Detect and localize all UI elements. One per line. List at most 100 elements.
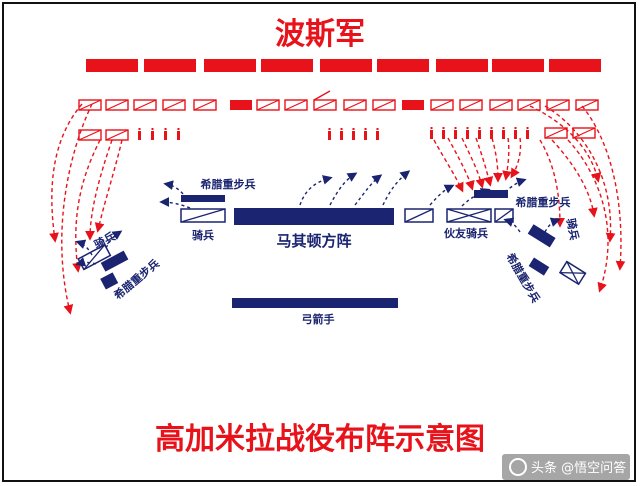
persian-unit [261,59,313,72]
persian-arrow [539,139,565,228]
persian-soldier [478,127,481,139]
hatch-line [83,244,106,270]
persian-soldier [164,128,167,140]
persian-arrow [72,139,101,273]
persian-army-title: 波斯军 [275,17,365,52]
macedonian-arrow [503,217,521,233]
persian-arrow [475,137,494,187]
right-hoplite-block [474,190,508,198]
macedonian-arrow [329,172,358,206]
persian-unit [489,99,513,111]
persian-arrow [510,137,522,179]
persian-soldier [490,127,493,139]
phalanx-block [234,208,394,225]
persian-arrow [502,137,512,181]
persian-third-line [78,127,596,141]
persian-unit [204,59,256,72]
persian-arrow [94,139,123,233]
persian-soldier [442,127,445,139]
persian-second-line [78,90,599,111]
watermark: 头条 @悟空问答 [502,454,630,480]
macedonian-arrow [163,180,184,195]
left-hoplite-block [181,195,225,202]
persian-soldier [328,128,331,140]
macedonian-arrow [382,170,411,206]
persian-unit [572,127,596,139]
macedonian-arrow [75,257,97,267]
macedonian-arrow [159,197,191,209]
persian-soldier [430,127,433,139]
left-flank-hoplite-block [100,250,129,272]
archers-block [232,298,398,308]
macedonian-arrow [299,175,333,206]
right-flank-group [527,224,587,286]
macedonian-arrow [105,230,123,249]
persian-unit [430,99,454,111]
persian-unit [78,129,102,141]
persian-unit [575,99,599,111]
macedonian-arrow [75,239,93,256]
macedonian-arrow [354,174,383,206]
persian-soldier [502,127,505,139]
persian-soldier [514,127,517,139]
persian-front-line [86,59,601,72]
persian-unit [162,99,186,111]
persian-unit [459,99,483,111]
archers-label: 弓箭手 [302,312,335,326]
right-hoplite-label: 希腊重步兵 [515,195,571,209]
left-flank-hoplite-block [100,272,119,290]
persian-unit [105,129,129,141]
persian-arrow [49,103,83,243]
right-flank-hoplite-label: 希腊重步兵 [503,250,543,305]
persian-chariot-mark [313,90,331,101]
macedonian-center: 马其顿方阵 弓箭手 骑兵 希腊重步兵 伙友骑兵 希腊重步兵 [180,177,571,326]
persian-arrow [567,139,609,293]
persian-arrow [544,105,616,243]
persian-soldier [177,128,180,140]
persian-unit [193,99,217,111]
persian-unit [436,59,488,72]
persian-soldier [454,127,457,139]
persian-unit [256,99,280,111]
persian-arrow [529,105,602,183]
persian-unit [313,99,337,111]
persian-arrow [61,103,93,315]
persian-arrow [85,139,113,241]
hatch-line [559,261,586,285]
hatch-line [180,208,226,223]
left-hoplite-label: 希腊重步兵 [200,177,256,191]
diagram-frame [2,2,636,482]
persian-soldier [526,127,529,139]
persian-soldier [466,127,469,139]
persian-unit [133,99,157,111]
persian-unit [230,100,252,110]
persian-soldier [376,128,379,140]
macedonian-arrow [461,188,491,207]
persian-unit [78,99,102,111]
persian-unit [546,99,570,111]
persian-unit [402,100,424,110]
watermark-text: 头条 @悟空问答 [531,460,626,476]
macedonian-arrow [544,217,561,233]
persian-soldier [138,128,141,140]
persian-unit [517,99,541,111]
macedonian-advance-arrows [75,170,561,267]
right-flank-cavalry-label: 骑兵 [564,217,582,241]
persian-arrow [551,139,598,218]
persian-soldier [352,128,355,140]
persian-arrow [447,137,475,191]
persian-unit [544,127,568,139]
persian-soldier [364,128,367,140]
allied-cavalry-label: 伙友骑兵 [444,226,488,240]
persian-unit [86,59,138,72]
persian-unit [320,59,372,72]
persian-arrow [581,105,626,271]
persian-unit [549,59,601,72]
persian-unit [377,59,429,72]
persian-attack-arrows [49,103,626,315]
persian-arrow [491,137,503,183]
diagram-title: 高加米拉战役布阵示意图 [155,422,485,457]
persian-unit [372,99,396,111]
